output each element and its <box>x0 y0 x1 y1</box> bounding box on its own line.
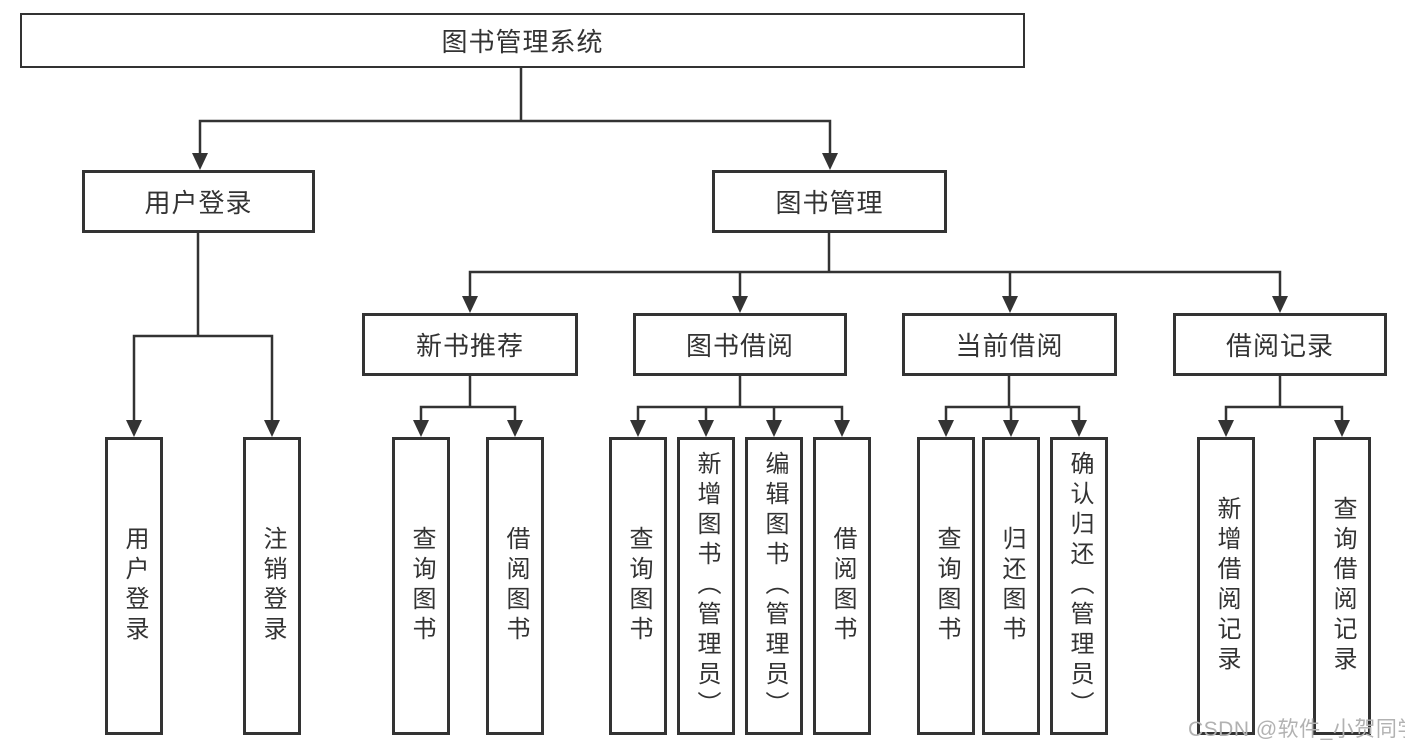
node-label: 图书借阅 <box>685 331 794 361</box>
arrowhead <box>507 420 523 437</box>
arrowhead <box>192 153 208 170</box>
leaf-query-borrow-record: 查询借阅记录 <box>1313 437 1371 735</box>
node-new-book-recommend: 新书推荐 <box>362 313 578 376</box>
leaf-query-books-recommend: 查询图书 <box>392 437 450 735</box>
node-borrow-records: 借阅记录 <box>1173 313 1387 376</box>
node-label: 确认归还（管理员） <box>1066 451 1093 721</box>
node-current-borrowing: 当前借阅 <box>902 313 1117 376</box>
node-label: 当前借阅 <box>955 331 1064 361</box>
arrowhead <box>766 420 782 437</box>
arrowhead <box>1334 420 1350 437</box>
leaf-add-borrow-record: 新增借阅记录 <box>1197 437 1255 735</box>
leaf-user-login: 用户登录 <box>105 437 163 735</box>
arrowhead <box>822 153 838 170</box>
arrowheads <box>126 153 1350 437</box>
arrowhead <box>1002 296 1018 313</box>
node-label: 查询图书 <box>408 526 435 646</box>
arrowhead <box>1071 420 1087 437</box>
node-label: 借阅图书 <box>502 526 529 646</box>
node-label: 编辑图书（管理员） <box>761 451 788 721</box>
node-label: 查询图书 <box>625 526 652 646</box>
leaf-return-book: 归还图书 <box>982 437 1040 735</box>
connector-level3-cross <box>468 270 1282 296</box>
leaf-logout: 注销登录 <box>243 437 301 735</box>
connector-login-cross <box>132 334 274 420</box>
connector-borrowing-cross <box>636 405 844 420</box>
node-label: 用户登录 <box>121 526 148 646</box>
arrowhead <box>938 420 954 437</box>
arrowhead <box>834 420 850 437</box>
arrowhead <box>1218 420 1234 437</box>
node-label: 新增图书（管理员） <box>693 451 720 721</box>
arrowhead <box>698 420 714 437</box>
node-label: 查询图书 <box>933 526 960 646</box>
node-label: 用户登录 <box>144 188 253 218</box>
node-label: 图书管理系统 <box>441 27 604 57</box>
node-label: 查询借阅记录 <box>1329 496 1356 676</box>
arrowhead <box>732 296 748 313</box>
csdn-watermark: CSDN @软件_小贺同学 <box>1188 718 1405 741</box>
connector-level2-cross <box>198 119 832 156</box>
node-book-borrowing: 图书借阅 <box>633 313 847 376</box>
leaf-query-books-current: 查询图书 <box>917 437 975 735</box>
leaf-add-book-admin: 新增图书（管理员） <box>677 437 735 735</box>
arrowhead <box>264 420 280 437</box>
node-label: 注销登录 <box>259 526 286 646</box>
node-book-management: 图书管理 <box>712 170 947 233</box>
node-label: 借阅记录 <box>1225 331 1334 361</box>
node-label: 图书管理 <box>775 188 884 218</box>
arrowhead <box>630 420 646 437</box>
leaf-borrow-books-recommend: 借阅图书 <box>486 437 544 735</box>
arrowhead <box>1272 296 1288 313</box>
arrowhead <box>462 296 478 313</box>
node-user-login: 用户登录 <box>82 170 315 233</box>
connector-records-cross <box>1224 405 1344 420</box>
arrowhead <box>413 420 429 437</box>
arrowhead <box>1003 420 1019 437</box>
node-label: 新增借阅记录 <box>1213 496 1240 676</box>
connector-newbook-cross <box>419 405 517 420</box>
leaf-edit-book-admin: 编辑图书（管理员） <box>745 437 803 735</box>
arrowhead <box>126 420 142 437</box>
node-label: 借阅图书 <box>829 526 856 646</box>
leaf-borrow-books-borrowing: 借阅图书 <box>813 437 871 735</box>
node-label: 归还图书 <box>998 526 1025 646</box>
leaf-confirm-return-admin: 确认归还（管理员） <box>1050 437 1108 735</box>
leaf-query-books-borrowing: 查询图书 <box>609 437 667 735</box>
node-library-management-system: 图书管理系统 <box>20 13 1025 68</box>
connector-current-cross <box>944 405 1081 420</box>
node-label: 新书推荐 <box>415 331 524 361</box>
